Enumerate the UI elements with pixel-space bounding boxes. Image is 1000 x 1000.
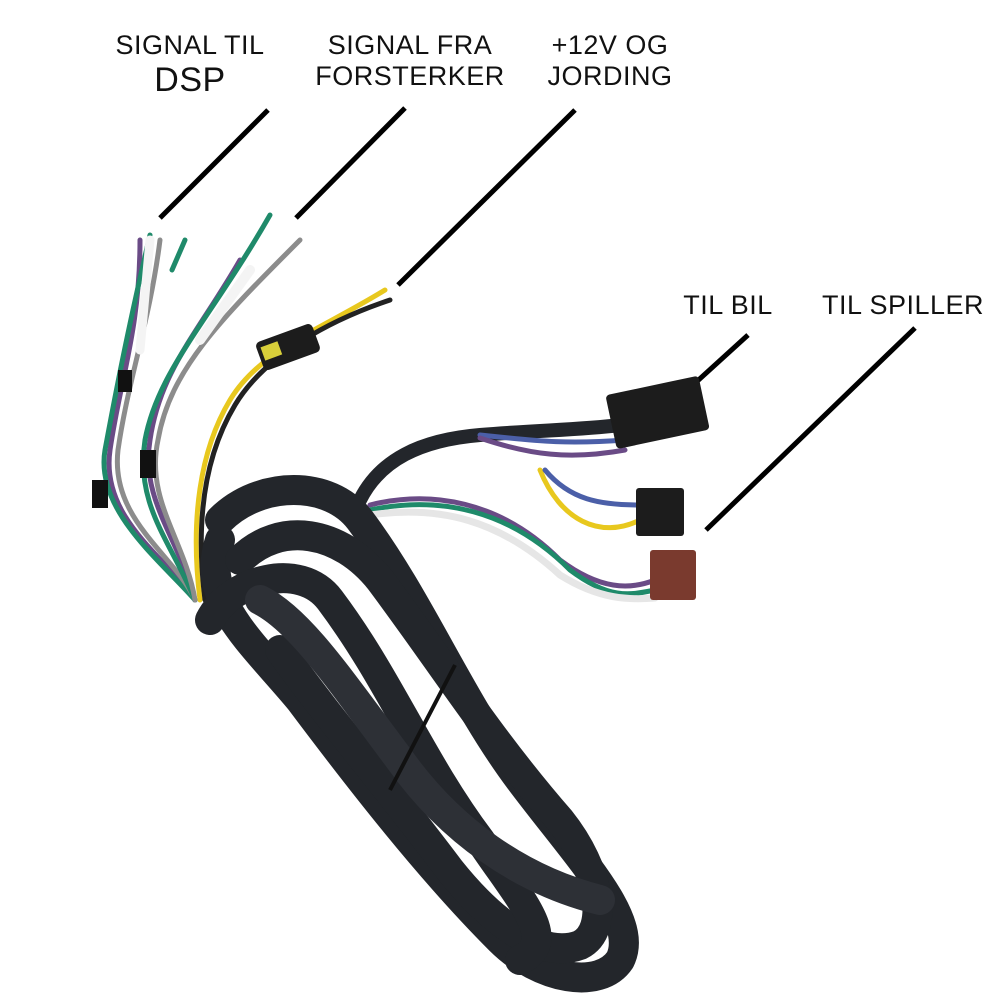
leader-line-dsp: [158, 108, 270, 220]
label-til-spiller: TIL SPILLER: [821, 290, 985, 320]
label-signal-fra-forsterker-line1: SIGNAL FRA: [327, 30, 493, 60]
label-power-line1: +12V OG: [551, 30, 669, 60]
connector-middle: [636, 488, 684, 536]
label-power: +12V OG JORDING: [530, 30, 690, 92]
connector-player: [650, 550, 696, 600]
signal-wires: [92, 212, 393, 603]
leader-line-forsterker: [294, 106, 407, 220]
leader-lines: [158, 106, 917, 532]
leader-line-til-bil: [691, 333, 750, 387]
connector-car: [606, 376, 710, 449]
label-power-line2: JORDING: [547, 61, 673, 92]
leader-line-power: [396, 108, 577, 287]
label-signal-til-dsp-line2: DSP: [154, 61, 226, 100]
label-til-bil: TIL BIL: [683, 290, 773, 320]
leader-line-til-spiller: [704, 326, 917, 532]
fuse-holder: [256, 324, 320, 370]
connector-wires: [353, 418, 659, 603]
cable-tie: [388, 664, 457, 791]
label-signal-til-dsp: SIGNAL TIL DSP: [100, 30, 280, 100]
coiled-cable: [195, 475, 639, 993]
label-signal-til-dsp-line1: SIGNAL TIL: [115, 30, 265, 60]
label-signal-fra-forsterker: SIGNAL FRA FORSTERKER: [300, 30, 520, 92]
connectors: [606, 376, 710, 600]
label-signal-fra-forsterker-line2: FORSTERKER: [315, 61, 505, 92]
